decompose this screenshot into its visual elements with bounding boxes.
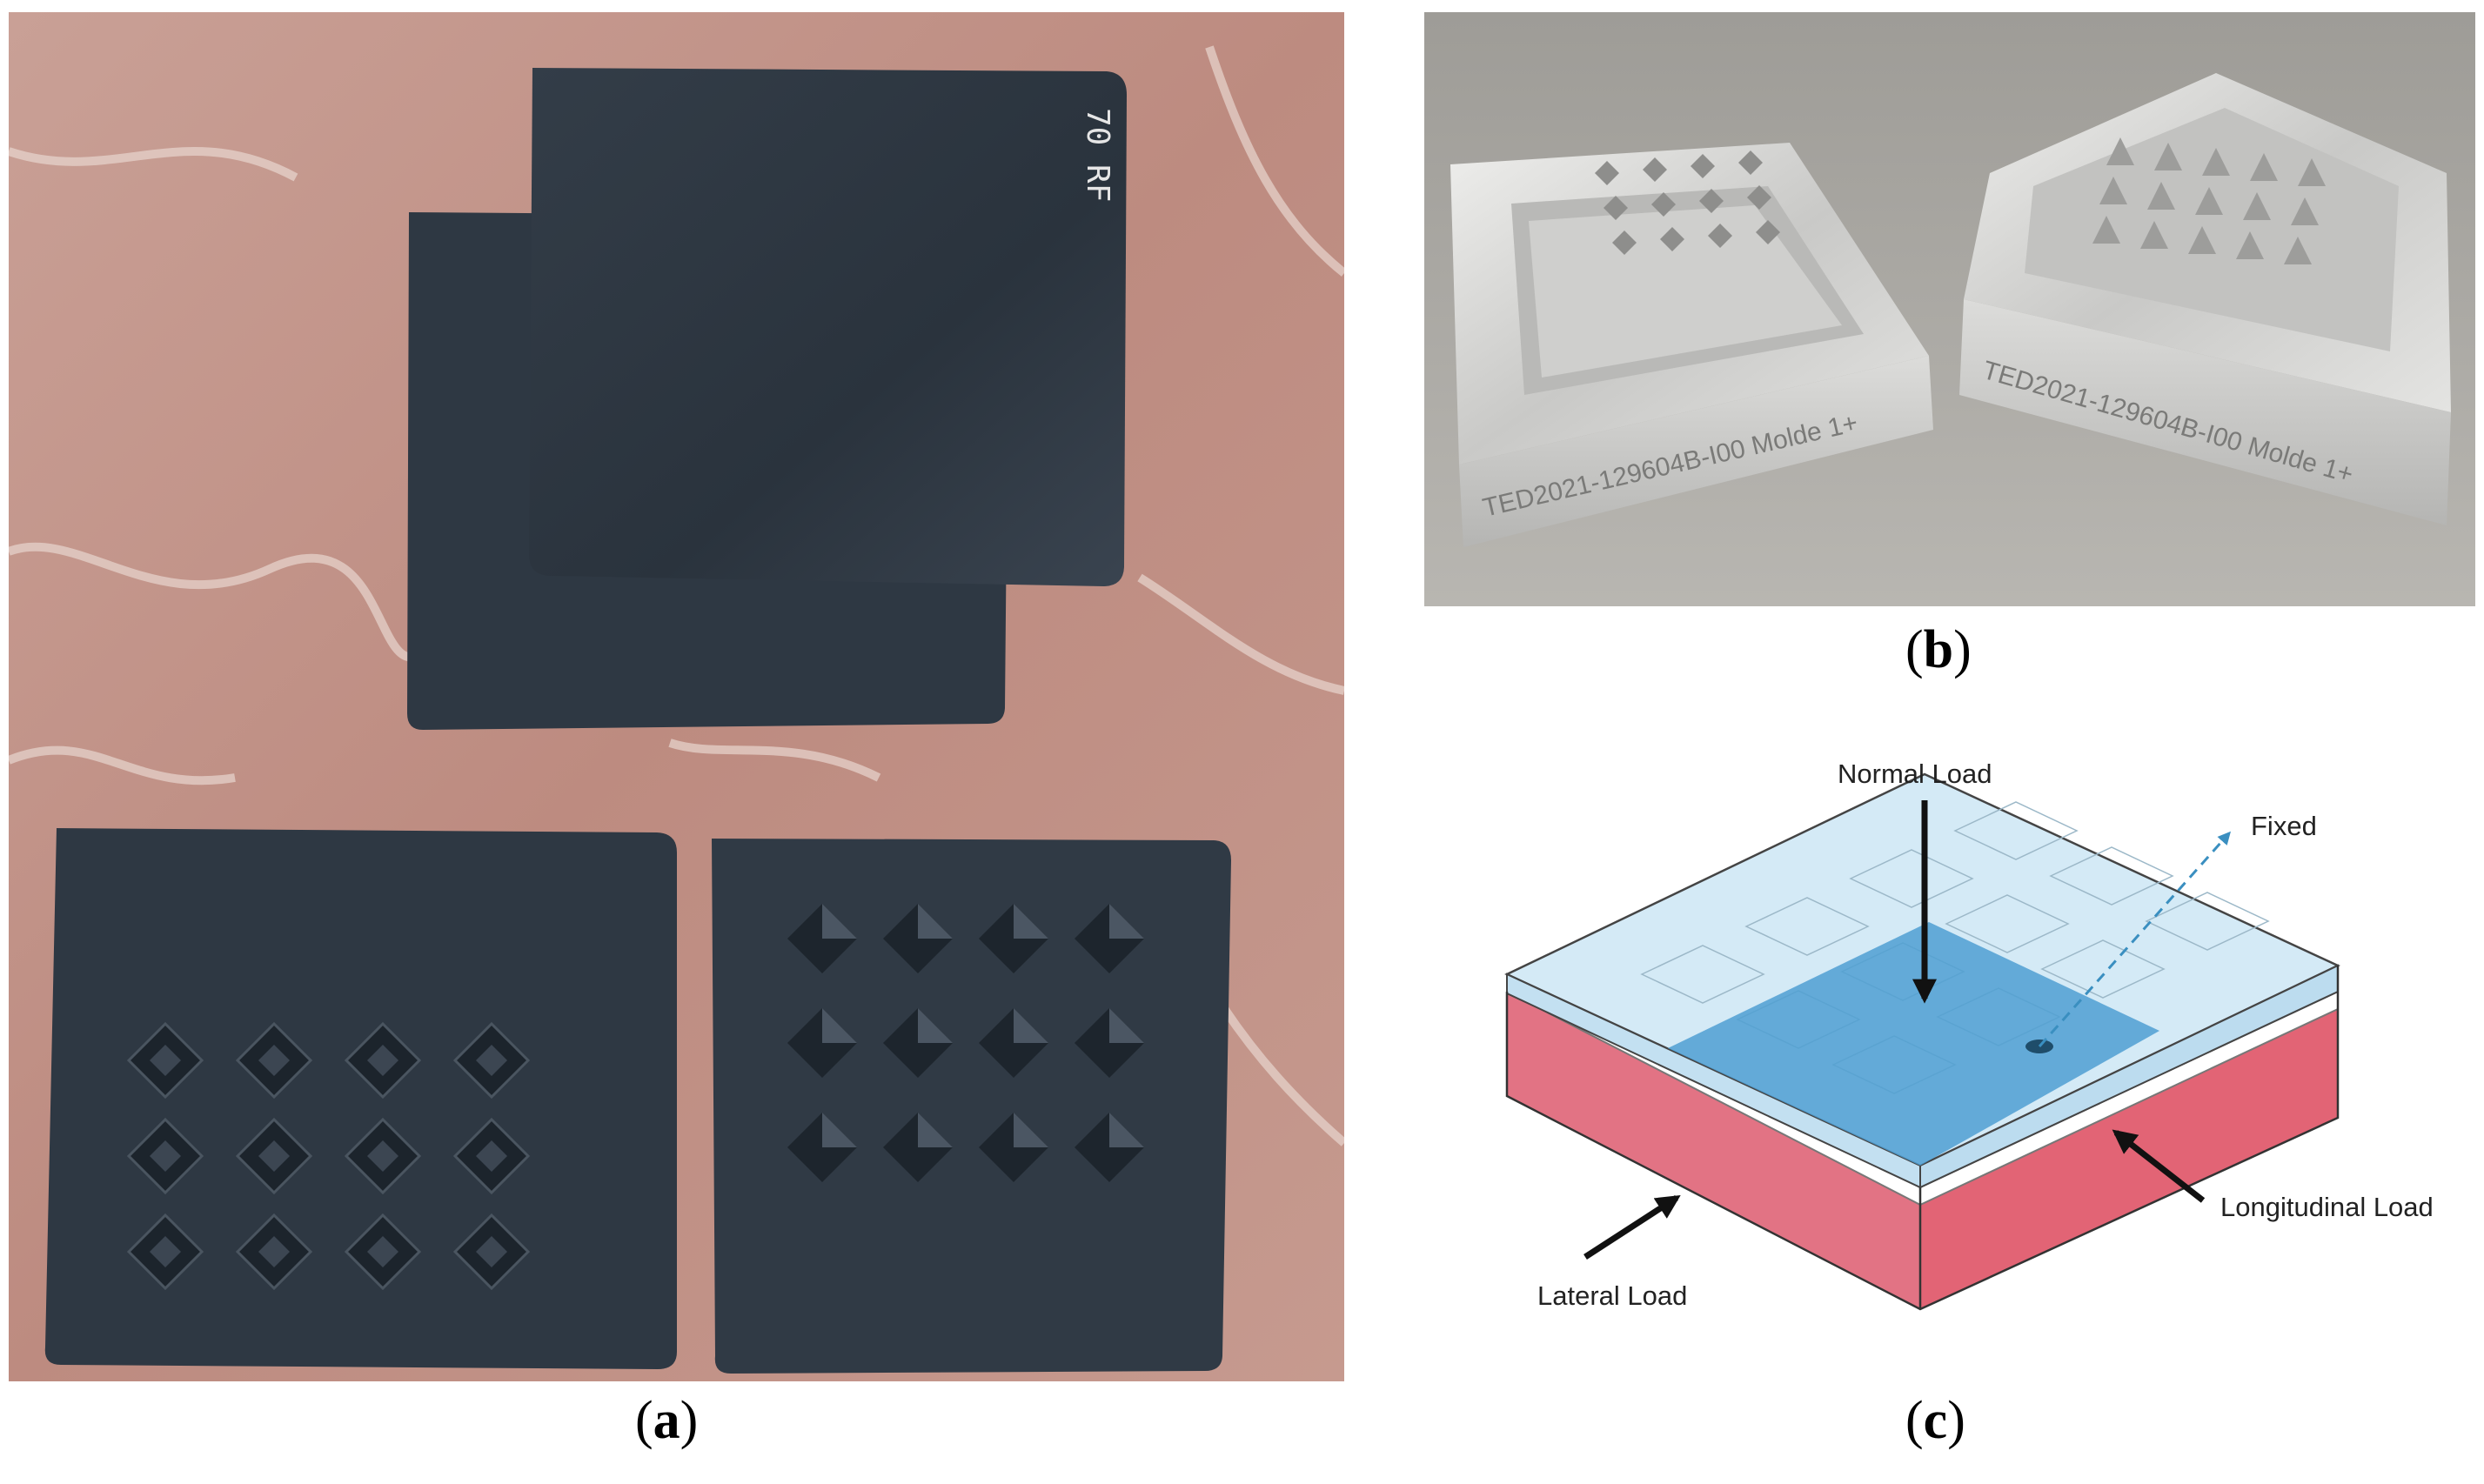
mold-cavity xyxy=(1747,185,1771,210)
mold-pyramid xyxy=(2188,226,2216,254)
molds-illustration: TED2021-129604B-I00 Molde 1+ TED2021-129… xyxy=(1424,12,2475,606)
mold-pyramid xyxy=(2092,216,2120,244)
photo-rubber-samples: 70 RF xyxy=(9,12,1344,1381)
mold-pyramid xyxy=(2140,221,2168,249)
mold-cavity xyxy=(1660,227,1684,251)
pattern-cell xyxy=(1640,945,1765,1004)
longitudinal-load-arrow xyxy=(2112,1129,2206,1203)
mold-pyramid xyxy=(2147,182,2175,210)
lateral-load-arrow xyxy=(1583,1194,1681,1260)
cavity-floor xyxy=(476,1236,507,1267)
pyramid-face xyxy=(822,1113,857,1147)
pyramid-face xyxy=(1014,904,1048,939)
fixed-leader-line xyxy=(2038,831,2231,1047)
pyramid-face xyxy=(822,904,857,939)
caption-c: (c) xyxy=(1905,1391,1965,1450)
label-lateral-load: Lateral Load xyxy=(1537,1280,1687,1311)
block-edges xyxy=(1505,966,2340,1311)
cavity-floor xyxy=(367,1045,398,1076)
caption-a: (a) xyxy=(635,1391,699,1450)
rubber-sheet-cavities xyxy=(44,828,678,1369)
mold-cavity xyxy=(1756,220,1780,244)
label-longitudinal-load: Longitudinal Load xyxy=(2220,1192,2434,1222)
cavity-floor xyxy=(476,1045,507,1076)
mold-pyramid xyxy=(2243,192,2271,220)
mold-left-pattern xyxy=(1595,150,1780,255)
cavity-floor xyxy=(258,1045,290,1076)
pyramid-face xyxy=(918,904,953,939)
cavity-grid xyxy=(126,1021,531,1291)
rubber-sheet-pyramids xyxy=(712,839,1231,1374)
mold-left: TED2021-129604B-I00 Molde 1+ xyxy=(1450,143,1933,547)
mold-cavity xyxy=(1691,154,1715,178)
mold-cavity xyxy=(1738,150,1763,175)
pyramid-face xyxy=(1014,1008,1048,1043)
mold-pyramid xyxy=(2298,158,2326,186)
mold-pyramid xyxy=(2202,148,2230,176)
cavity-floor xyxy=(367,1236,398,1267)
pattern-cell xyxy=(2145,892,2270,951)
photo-aluminum-molds: TED2021-129604B-I00 Molde 1+ TED2021-129… xyxy=(1424,12,2475,606)
pyramid-face xyxy=(1014,1113,1048,1147)
mold-pyramid xyxy=(2284,237,2312,264)
mold-pyramid xyxy=(2250,153,2278,181)
pattern-cell xyxy=(2049,846,2174,906)
cavity-floor xyxy=(150,1045,181,1076)
pattern-cell xyxy=(2040,939,2166,999)
rubber-samples-illustration: 70 RF xyxy=(9,12,1344,1381)
cavity-floor xyxy=(150,1140,181,1172)
label-fixed: Fixed xyxy=(2251,811,2317,841)
mold-pyramid xyxy=(2106,137,2134,165)
load-diagram-svg: Fixed Normal Load Longitudinal Load Late… xyxy=(1504,759,2434,1311)
cavity-floor xyxy=(367,1140,398,1172)
base-block-left-face xyxy=(1507,992,1920,1309)
rubber-sheet-marked xyxy=(529,68,1127,586)
mold-cavity xyxy=(1699,189,1724,213)
pyramid-grid xyxy=(787,904,1144,1182)
cavity-floor xyxy=(258,1140,290,1172)
mold-cavity xyxy=(1595,161,1619,185)
loaded-area xyxy=(1668,922,2159,1166)
mold-right: TED2021-129604B-I00 Molde 1+ xyxy=(1959,73,2451,525)
caption-b: (b) xyxy=(1905,620,1972,679)
mold-cavity xyxy=(1708,224,1732,248)
base-block-right-face xyxy=(1920,1009,2338,1309)
sheet-marking: 70 RF xyxy=(1080,108,1115,202)
cavity-floor xyxy=(150,1236,181,1267)
mold-pyramid xyxy=(2195,187,2223,215)
pyramid-face xyxy=(918,1113,953,1147)
mold-right-pattern xyxy=(2092,137,2326,264)
mold-pyramid xyxy=(2236,231,2264,259)
pyramid-face xyxy=(822,1008,857,1043)
cavity-floor xyxy=(258,1236,290,1267)
pyramid-face xyxy=(1109,1008,1144,1043)
marble-veins xyxy=(9,45,1344,1146)
pattern-cell xyxy=(1945,894,2070,953)
label-normal-load: Normal Load xyxy=(1838,759,1992,789)
mold-pyramid xyxy=(2291,197,2319,225)
mold-pyramid xyxy=(2099,177,2127,204)
pyramid-face xyxy=(1109,1113,1144,1147)
mold-cavity xyxy=(1604,196,1628,220)
pyramid-face xyxy=(1109,904,1144,939)
mold-cavity xyxy=(1612,231,1637,255)
load-diagram: Fixed Normal Load Longitudinal Load Late… xyxy=(1424,739,2475,1348)
cavity-floor xyxy=(476,1140,507,1172)
mold-cavity xyxy=(1651,192,1676,217)
mold-pyramid xyxy=(2154,143,2182,170)
pattern-cell xyxy=(1744,897,1870,956)
pattern-cell xyxy=(1953,801,2079,860)
pyramid-face xyxy=(918,1008,953,1043)
pattern-cell xyxy=(1849,849,1974,908)
mold-cavity xyxy=(1643,157,1667,182)
